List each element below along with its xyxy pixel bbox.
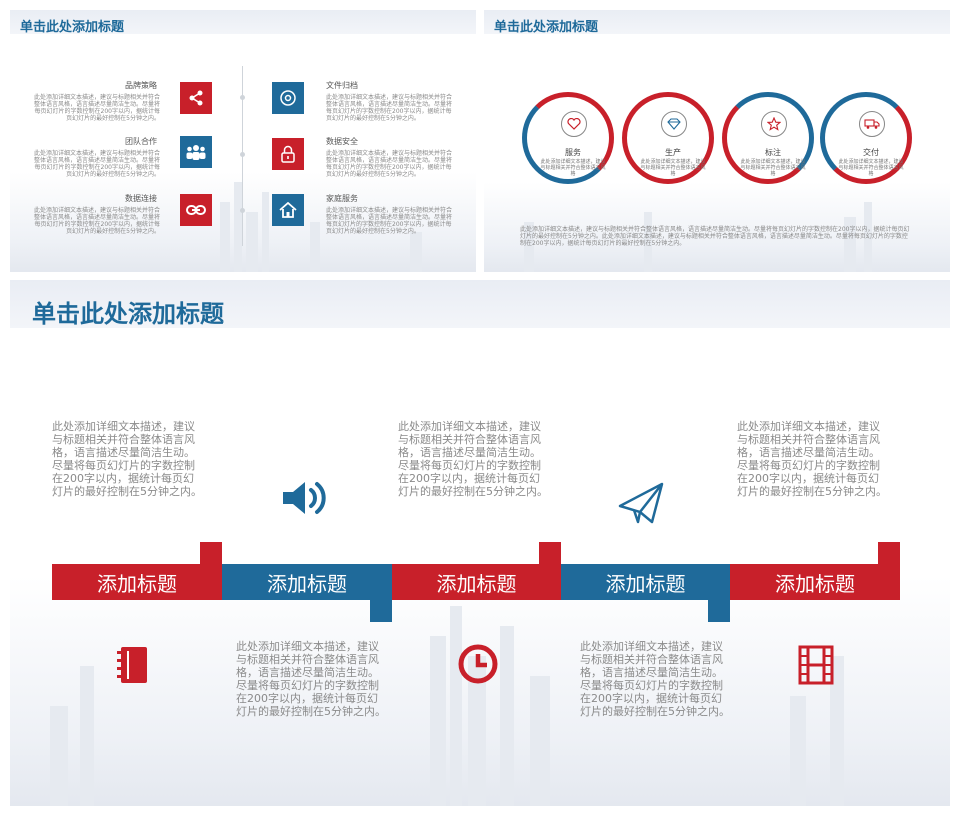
- circle-delivery: 交付 此处添加详细文本描述，建议与标题相关并符合整体语言风格: [820, 92, 912, 184]
- film-icon: [798, 645, 834, 685]
- slide-title: 单击此处添加标题: [20, 20, 125, 35]
- share-icon: [189, 90, 203, 106]
- slide-title: 单击此处添加标题: [32, 300, 224, 328]
- home-icon-box: [272, 194, 304, 226]
- disc-icon: [280, 90, 296, 106]
- city-background: [484, 182, 950, 272]
- circle-text: 此处添加详细文本描述，建议与标题相关并符合整体语言风格: [838, 159, 904, 177]
- circle-label: 标注: [765, 148, 781, 157]
- clock-icon: [458, 644, 498, 684]
- film-icon-wrap: [794, 642, 838, 688]
- circle-label: 交付: [863, 148, 879, 157]
- team-icon: [186, 145, 206, 160]
- item-label: 家庭服务: [326, 194, 358, 203]
- slide-1: 单击此处添加标题 品牌策略 此处添加详细文本描述，建议与标题相关并符合整体语言风…: [10, 10, 476, 272]
- item-text: 此处添加详细文本描述，建议与标题相关并符合整体语言风格，语言描述尽量简洁生动。尽…: [326, 207, 453, 235]
- center-dot: [240, 208, 245, 213]
- link-icon: [186, 205, 206, 215]
- circle-label: 生产: [665, 148, 681, 157]
- band-tab: [200, 542, 222, 564]
- paper-plane-icon-wrap: [616, 480, 666, 526]
- item-label: 数据安全: [326, 137, 358, 146]
- disc-icon-box: [272, 82, 304, 114]
- home-icon: [279, 202, 297, 218]
- item-text: 此处添加详细文本描述，建议与标题相关并符合整体语言风格，语言描述尽量简洁生动。尽…: [33, 94, 160, 122]
- item-label: 文件归档: [326, 81, 358, 90]
- truck-icon: [864, 119, 880, 129]
- center-dot: [240, 152, 245, 157]
- item-label: 品牌策略: [125, 81, 157, 90]
- timeline-segment: 添加标题: [561, 564, 730, 600]
- paper-plane-icon: [618, 482, 664, 524]
- circle-annotate: 标注 此处添加详细文本描述，建议与标题相关并符合整体语言风格: [722, 92, 814, 184]
- city-background: [10, 172, 476, 272]
- band-tab: [708, 600, 730, 622]
- circle-text: 此处添加详细文本描述，建议与标题相关并符合整体语言风格: [640, 159, 706, 177]
- city-background: [10, 576, 950, 806]
- notebook-icon: [117, 647, 147, 683]
- item-text: 此处添加详细文本描述，建议与标题相关并符合整体语言风格，语言描述尽量简洁生动。尽…: [326, 150, 453, 178]
- speaker-icon: [283, 482, 326, 514]
- lock-icon-box: [272, 138, 304, 170]
- slide-title: 单击此处添加标题: [494, 20, 599, 35]
- speaker-icon-wrap: [278, 476, 332, 520]
- item-label: 数据连接: [125, 194, 157, 203]
- timeline-segment: 添加标题: [392, 564, 561, 600]
- description-text: 此处添加详细文本描述，建议与标题相关并符合整体语言风格，语言描述尽量简洁生动。尽…: [398, 420, 548, 498]
- item-label: 团队合作: [125, 137, 157, 146]
- description-text: 此处添加详细文本描述，建议与标题相关并符合整体语言风格，语言描述尽量简洁生动。尽…: [236, 640, 386, 718]
- circle-text: 此处添加详细文本描述，建议与标题相关并符合整体语言风格: [540, 159, 606, 177]
- diamond-icon: [667, 118, 681, 130]
- slide-3: 单击此处添加标题 此处添加详细文本描述，建议与标题相关并符合整体语言风格，语言描…: [10, 280, 950, 806]
- circle-label: 服务: [565, 148, 581, 157]
- band-tab: [878, 542, 900, 564]
- band-tab: [539, 542, 561, 564]
- description-text: 此处添加详细文本描述，建议与标题相关并符合整体语言风格，语言描述尽量简洁生动。尽…: [580, 640, 730, 718]
- slide-2: 单击此处添加标题 服务 此处添加详细文本描述，建议与标题相关并符合整体语言风格 …: [484, 10, 950, 272]
- item-text: 此处添加详细文本描述，建议与标题相关并符合整体语言风格，语言描述尽量简洁生动。尽…: [33, 207, 160, 235]
- footer-text: 此处添加详细文本描述，建议与标题相关并符合整体语言风格，语言描述尽量简洁生动。尽…: [520, 226, 910, 247]
- lock-icon: [281, 145, 295, 163]
- heart-icon: [567, 118, 581, 130]
- link-icon-box: [180, 194, 212, 226]
- timeline-segment: 添加标题: [730, 564, 900, 600]
- center-dot: [240, 95, 245, 100]
- circle-production: 生产 此处添加详细文本描述，建议与标题相关并符合整体语言风格: [622, 92, 714, 184]
- item-text: 此处添加详细文本描述，建议与标题相关并符合整体语言风格，语言描述尽量简洁生动。尽…: [33, 150, 160, 178]
- timeline-segment: 添加标题: [222, 564, 392, 600]
- team-icon-box: [180, 136, 212, 168]
- timeline-segment: 添加标题: [52, 564, 222, 600]
- notebook-icon-wrap: [110, 642, 154, 688]
- star-icon: [767, 117, 781, 131]
- clock-icon-wrap: [456, 642, 500, 686]
- description-text: 此处添加详细文本描述，建议与标题相关并符合整体语言风格，语言描述尽量简洁生动。尽…: [52, 420, 202, 498]
- item-text: 此处添加详细文本描述，建议与标题相关并符合整体语言风格，语言描述尽量简洁生动。尽…: [326, 94, 453, 122]
- description-text: 此处添加详细文本描述，建议与标题相关并符合整体语言风格，语言描述尽量简洁生动。尽…: [737, 420, 887, 498]
- circle-text: 此处添加详细文本描述，建议与标题相关并符合整体语言风格: [740, 159, 806, 177]
- band-tab: [370, 600, 392, 622]
- circle-service: 服务 此处添加详细文本描述，建议与标题相关并符合整体语言风格: [522, 92, 614, 184]
- share-icon-box: [180, 82, 212, 114]
